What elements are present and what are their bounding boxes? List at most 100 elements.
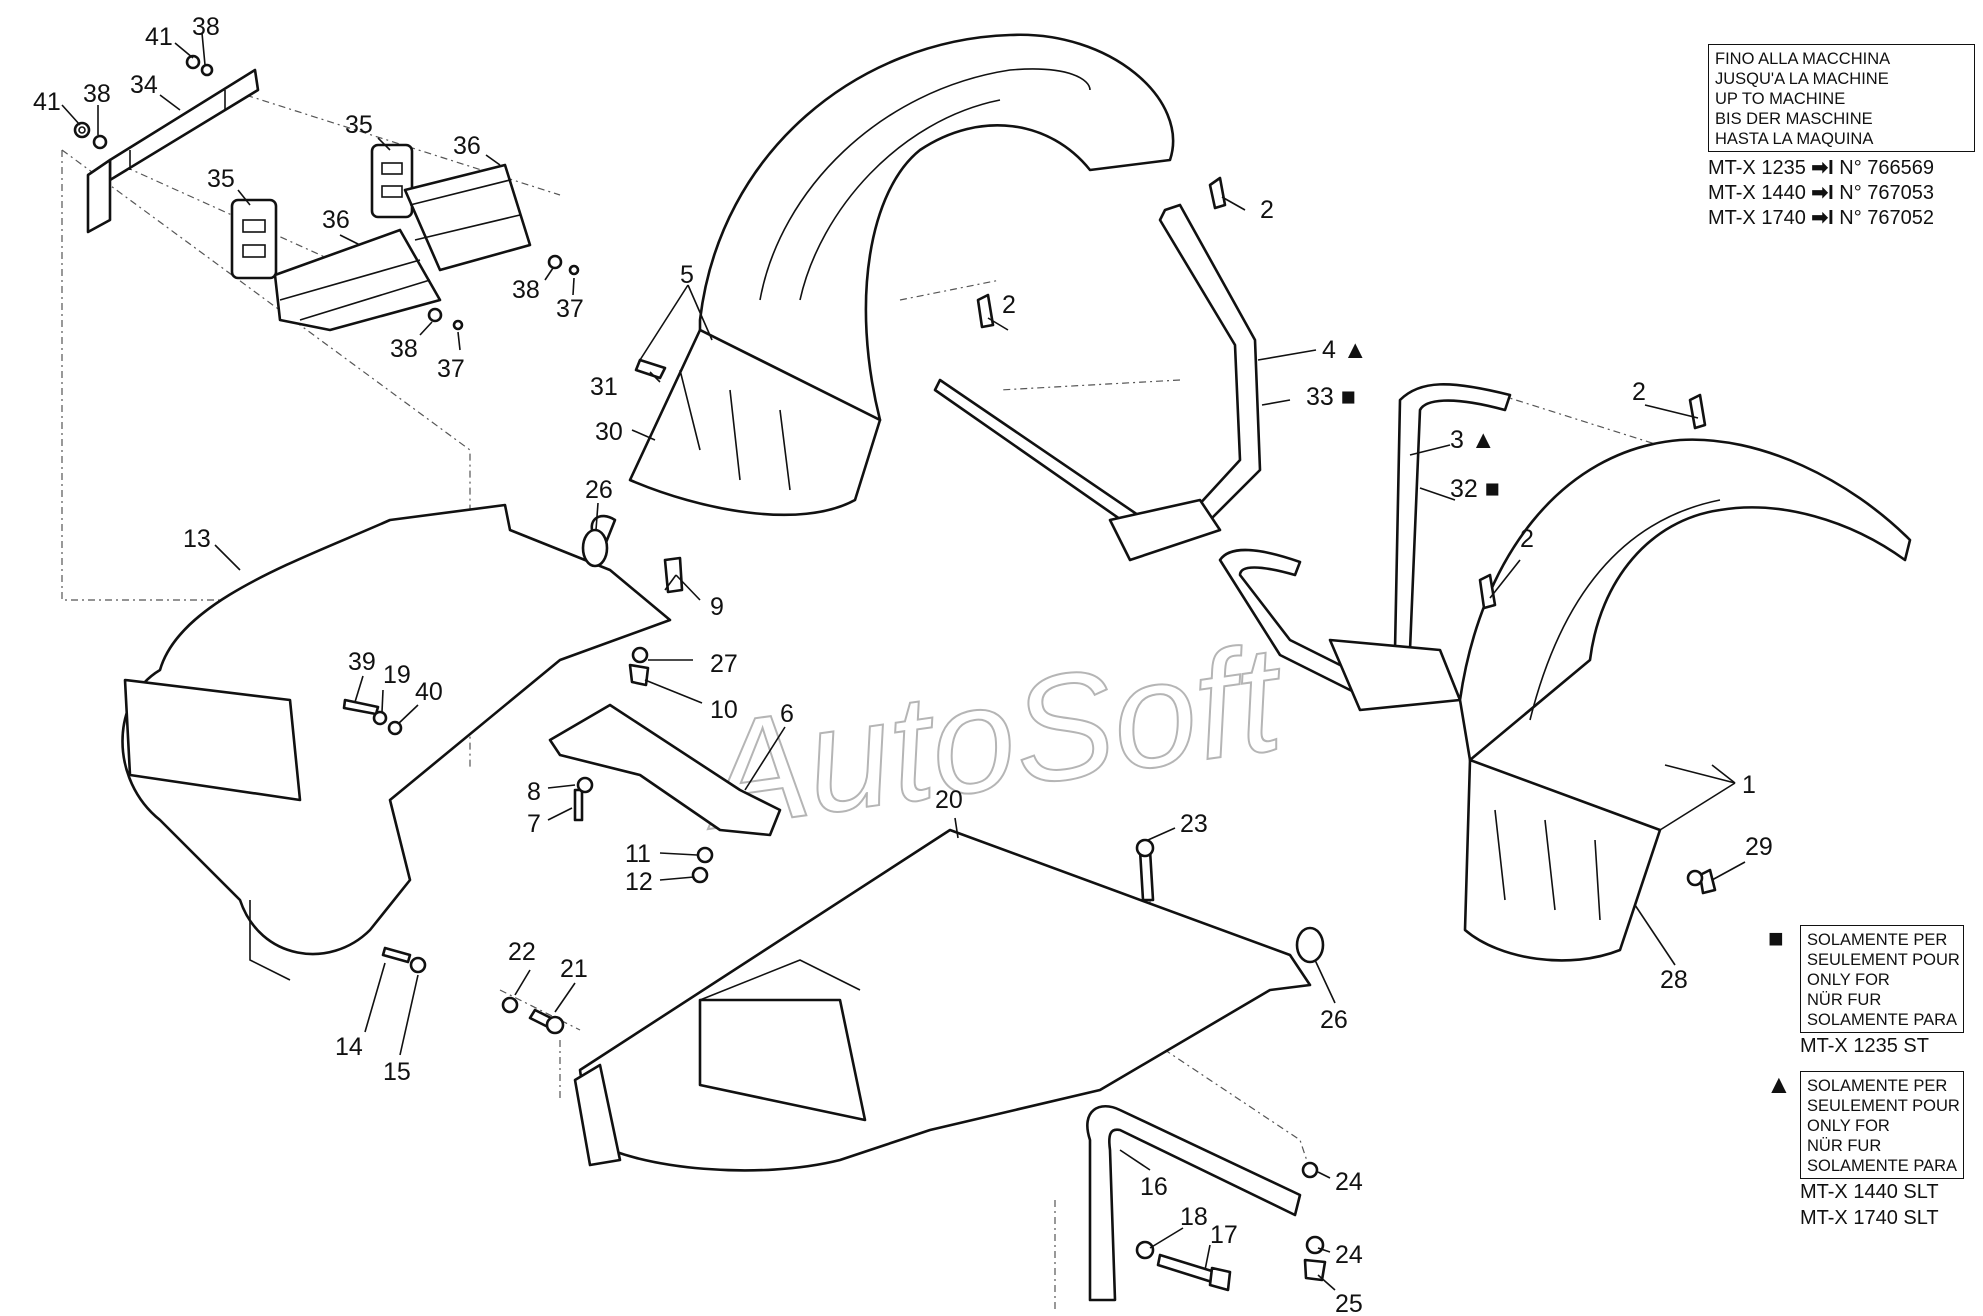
callout-39: 39 [348, 648, 376, 676]
callout-41: 41 [33, 88, 61, 116]
square-symbol-icon: ■ [1768, 923, 1784, 953]
callout-34: 34 [130, 71, 158, 99]
part-35-plates [230, 143, 414, 280]
part-16-step-bar [1086, 1104, 1302, 1302]
leader-lines [61, 32, 1746, 1291]
triangle-symbol-icon: ▲ [1766, 1069, 1792, 1099]
square-note-model: MT-X 1235 ST [1800, 1035, 1929, 1057]
callout-41: 41 [145, 23, 173, 51]
triangle-note-line: SOLAMENTE PER [1807, 1077, 1948, 1095]
triangle-note-line: NÜR FUR [1807, 1137, 1882, 1155]
callout-37: 37 [437, 355, 465, 383]
part-6-bracket [548, 703, 782, 837]
callout-12: 12 [625, 868, 653, 896]
callout-2: 2 [1520, 525, 1534, 553]
square-note-line: SOLAMENTE PER [1807, 931, 1948, 949]
callout-33: 33 ■ [1306, 383, 1356, 411]
serial-note-line: FINO ALLA MACCHINA [1715, 50, 1891, 68]
callout-24: 24 [1335, 1168, 1363, 1196]
callout-40: 40 [415, 678, 443, 706]
callout-2: 2 [1632, 378, 1646, 406]
triangle-note-model: MT-X 1740 SLT [1800, 1207, 1939, 1229]
triangle-note-box: SOLAMENTE PER SEULEMENT POUR ONLY FOR NÜ… [1800, 1071, 1964, 1179]
callout-36: 36 [322, 206, 350, 234]
callout-26: 26 [585, 476, 613, 504]
callout-5: 5 [680, 261, 694, 289]
square-note-line: SOLAMENTE PARA [1807, 1011, 1958, 1029]
callout-22: 22 [508, 938, 536, 966]
part-36-channels [273, 163, 532, 332]
callout-23: 23 [1180, 810, 1208, 838]
callout-13: 13 [183, 525, 211, 553]
callout-36: 36 [453, 132, 481, 160]
callout-24: 24 [1335, 1241, 1363, 1269]
callout-labels: 41 38 41 38 34 35 35 36 36 38 37 38 37 5… [33, 13, 1773, 1316]
triangle-note-line: SOLAMENTE PARA [1807, 1157, 1958, 1175]
callout-25: 25 [1335, 1290, 1363, 1316]
callout-6: 6 [780, 700, 794, 728]
triangle-note-model: MT-X 1440 SLT [1800, 1181, 1939, 1203]
callout-18: 18 [1180, 1203, 1208, 1231]
callout-26: 26 [1320, 1006, 1348, 1034]
part-20-right-footboard [573, 828, 1312, 1172]
callout-21: 21 [560, 955, 588, 983]
triangle-note: SOLAMENTE PER SEULEMENT POUR ONLY FOR NÜ… [1800, 1071, 1964, 1231]
up-to-arrow-icon: ➡I [1811, 207, 1834, 229]
serial-number: N° 766569 [1839, 157, 1935, 179]
callout-7: 7 [527, 810, 541, 838]
serial-row: MT-X 1440 ➡I N° 767053 [1708, 181, 1975, 206]
callout-35: 35 [345, 111, 373, 139]
triangle-note-line: ONLY FOR [1807, 1117, 1890, 1135]
square-note-line: ONLY FOR [1807, 971, 1890, 989]
serial-note-box: FINO ALLA MACCHINA JUSQU'A LA MACHINE UP… [1708, 44, 1975, 152]
callout-9: 9 [710, 593, 724, 621]
callout-20: 20 [935, 786, 963, 814]
serial-note-line: HASTA LA MAQUINA [1715, 130, 1874, 148]
callout-30: 30 [595, 418, 623, 446]
callout-19: 19 [383, 661, 411, 689]
callout-2: 2 [1002, 291, 1016, 319]
part-4-33-frame [933, 203, 1262, 562]
part-1-28-rear-fender [1458, 438, 1912, 962]
callout-8: 8 [527, 778, 541, 806]
callout-38: 38 [390, 335, 418, 363]
callout-38: 38 [192, 13, 220, 41]
callout-32: 32 ■ [1450, 475, 1500, 503]
serial-number: N° 767052 [1839, 207, 1935, 229]
serial-note-line: BIS DER MASCHINE [1715, 110, 1873, 128]
part-30-front-fender [628, 33, 1175, 517]
callout-11: 11 [625, 840, 651, 868]
callout-27: 27 [710, 650, 738, 678]
callout-16: 16 [1140, 1173, 1168, 1201]
part-34-bracket [86, 68, 260, 234]
callout-4: 4 ▲ [1322, 336, 1368, 364]
serial-number: N° 767053 [1839, 182, 1935, 204]
serial-model: MT-X 1235 [1708, 157, 1806, 179]
callout-28: 28 [1660, 966, 1688, 994]
callout-3: 3 ▲ [1450, 426, 1496, 454]
up-to-arrow-icon: ➡I [1811, 182, 1834, 204]
callout-2: 2 [1260, 196, 1274, 224]
square-note-box: SOLAMENTE PER SEULEMENT POUR ONLY FOR NÜ… [1800, 925, 1964, 1033]
serial-note-line: UP TO MACHINE [1715, 90, 1846, 108]
serial-note-line: JUSQU'A LA MACHINE [1715, 70, 1889, 88]
square-note-line: SEULEMENT POUR [1807, 951, 1960, 969]
callout-31: 31 [590, 373, 618, 401]
up-to-arrow-icon: ➡I [1811, 157, 1834, 179]
callout-1: 1 [1742, 771, 1756, 799]
serial-model: MT-X 1440 [1708, 182, 1806, 204]
square-note-line: NÜR FUR [1807, 991, 1882, 1009]
callout-10: 10 [710, 696, 738, 724]
part-3-32-frame [1218, 383, 1512, 712]
callout-38: 38 [512, 276, 540, 304]
serial-row: MT-X 1740 ➡I N° 767052 [1708, 206, 1975, 231]
callout-38: 38 [83, 80, 111, 108]
serial-row: MT-X 1235 ➡I N° 766569 [1708, 156, 1975, 181]
callout-17: 17 [1210, 1221, 1238, 1249]
triangle-note-line: SEULEMENT POUR [1807, 1097, 1960, 1115]
callout-37: 37 [556, 295, 584, 323]
callout-15: 15 [383, 1058, 411, 1086]
serial-model: MT-X 1740 [1708, 207, 1806, 229]
square-note: SOLAMENTE PER SEULEMENT POUR ONLY FOR NÜ… [1800, 925, 1964, 1059]
